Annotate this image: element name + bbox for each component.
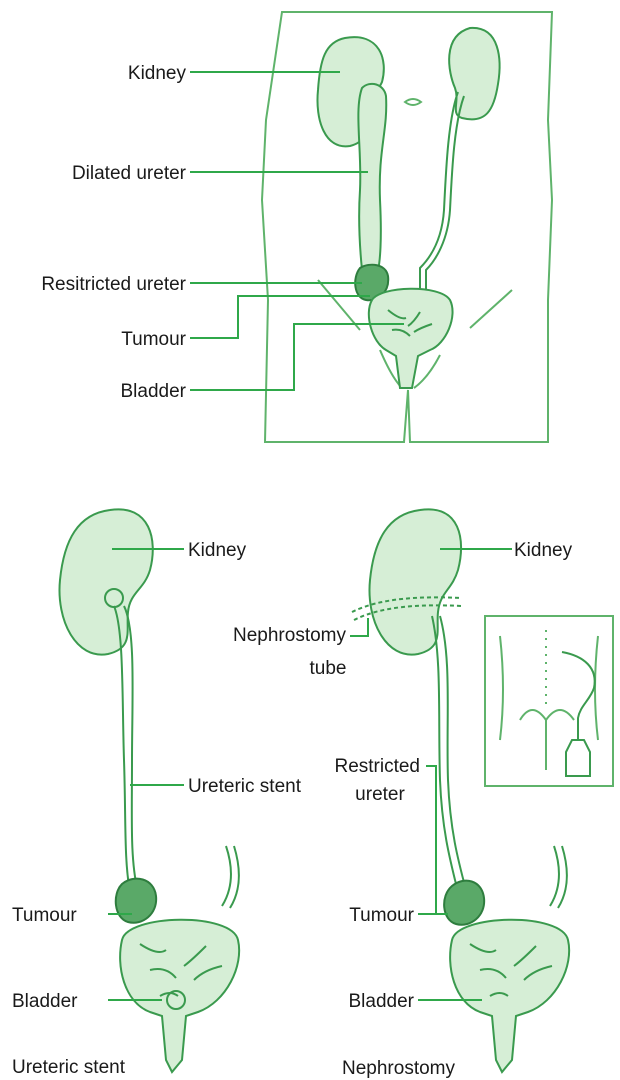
top-ureter-right [420, 92, 458, 296]
groin-line-left [318, 280, 360, 330]
stent-label-tumour: Tumour [12, 905, 77, 926]
navel [405, 99, 421, 105]
neph-label-restricted-line2: ureter [355, 784, 405, 805]
neph-kidney [369, 509, 461, 654]
stent-ureter-right [222, 846, 231, 906]
leader-bladder [190, 324, 404, 390]
leader-tumour [190, 296, 370, 338]
neph-bladder [450, 920, 569, 1072]
stent-label-ureteric-stent: Ureteric stent [188, 776, 302, 797]
top-bladder [369, 289, 453, 388]
neph-ureter-outer [440, 616, 466, 890]
top-kidney-right [449, 28, 499, 119]
neph-label-kidney: Kidney [514, 540, 573, 561]
stent-kidney [59, 509, 152, 654]
neph-label-tumour: Tumour [349, 905, 414, 926]
stent-diagram: Kidney Ureteric stent Tumour Bladder Ure… [12, 509, 302, 1078]
top-diagram: Kidney Dilated ureter Resitricted ureter… [41, 12, 552, 442]
groin-line-right [470, 290, 512, 328]
label-tumour: Tumour [121, 329, 186, 350]
neph-tumour [444, 881, 484, 925]
label-bladder: Bladder [121, 381, 187, 402]
dilated-ureter [358, 84, 386, 270]
neph-label-restricted-line1: Restricted [334, 756, 420, 777]
label-dilated-ureter: Dilated ureter [72, 163, 187, 184]
label-kidney: Kidney [128, 63, 187, 84]
neph-label-tube-line2: tube [310, 658, 347, 679]
neph-label-bladder: Bladder [349, 991, 415, 1012]
inset-back-view [485, 616, 613, 786]
stent-bladder [120, 920, 239, 1072]
leader-neph-tube [350, 618, 368, 636]
stent-tumour [116, 879, 156, 923]
neph-ureter-right [550, 846, 559, 906]
label-restricted-ureter: Resitricted ureter [41, 274, 186, 295]
neph-caption: Nephrostomy [342, 1058, 455, 1079]
stent-caption: Ureteric stent [12, 1057, 126, 1078]
neph-label-tube-line1: Nephrostomy [233, 625, 346, 646]
stent-label-kidney: Kidney [188, 540, 247, 561]
stent-label-bladder: Bladder [12, 991, 78, 1012]
